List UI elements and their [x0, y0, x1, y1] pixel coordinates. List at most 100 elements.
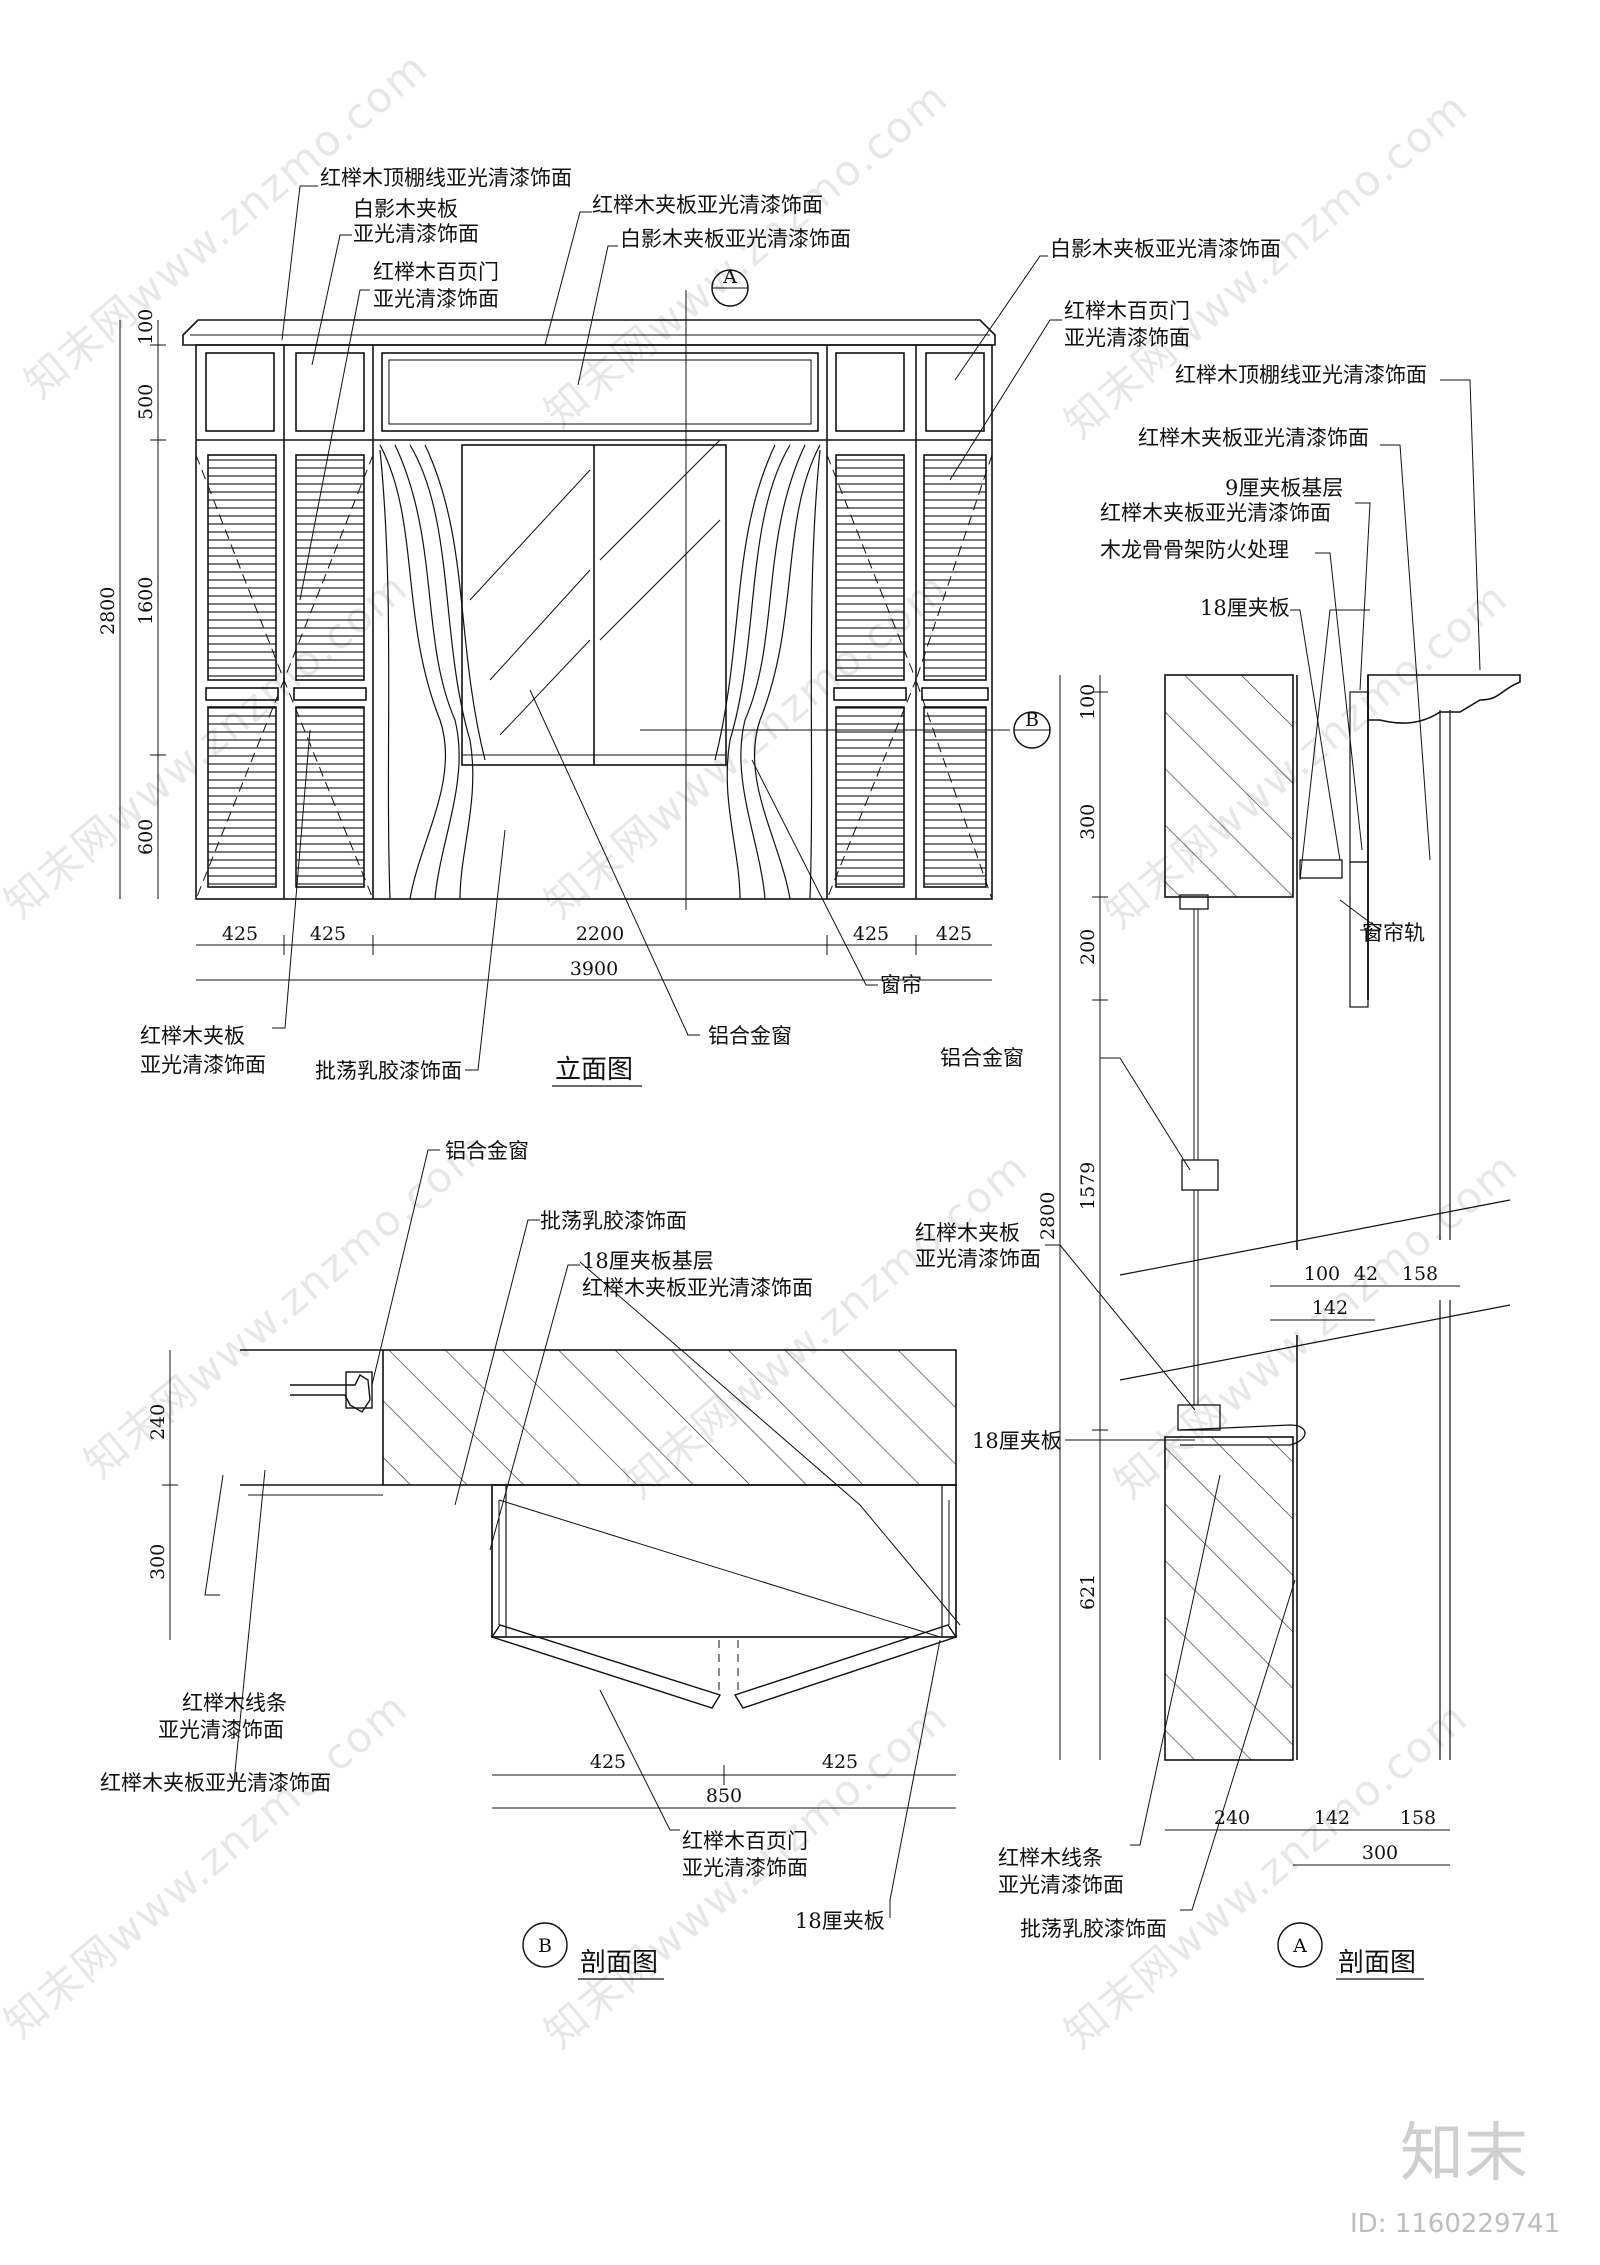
section-a-label-latex-paint: 批荡乳胶漆饰面	[1020, 1917, 1167, 1941]
section-a-label-cornice: 红榉木顶棚线亚光清漆饰面	[1175, 363, 1427, 387]
section-a-label-beech-panel: 红榉木夹板亚光清漆饰面	[1138, 426, 1369, 450]
section-a-view	[1119, 674, 1521, 1761]
label-beech-left-2: 亚光清漆饰面	[140, 1053, 266, 1077]
watermark-text-6: 知末网www.znzmo.com	[1095, 572, 1517, 937]
dim-h-425-1: 425	[222, 923, 258, 945]
louver-door-5a	[923, 454, 987, 681]
louver-door-5b	[923, 706, 987, 888]
section-b-label-base-1: 18厘夹板基层	[582, 1249, 714, 1273]
section-a-dim-bottom-300: 300	[1362, 1842, 1398, 1864]
section-b-dim-300: 300	[147, 1544, 169, 1580]
louver-door-4a	[835, 454, 905, 681]
label-louver-door-1: 红榉木百页门	[373, 260, 499, 284]
section-a-dim-200: 200	[1077, 929, 1099, 965]
dim-v-1600: 1600	[135, 577, 157, 625]
louver-door-2a	[295, 454, 365, 681]
section-b-title: 剖面图	[580, 1948, 658, 1978]
section-b-label-louver-2: 亚光清漆饰面	[682, 1856, 808, 1880]
watermark-text-9: 知末网www.znzmo.com	[1105, 1142, 1527, 1507]
section-a-callout-label: A	[1292, 1935, 1307, 1957]
top-panel-5	[925, 352, 985, 432]
cornice-outline	[182, 319, 996, 346]
wall-frame	[195, 344, 993, 900]
section-a-title: 剖面图	[1338, 1948, 1416, 1978]
top-panel-2	[295, 352, 365, 432]
dim-h-3900: 3900	[570, 958, 618, 980]
section-a-dimensions	[1059, 675, 1460, 1866]
label-maple-panel-1: 白影木夹板	[353, 197, 458, 221]
label-louver-right-2: 亚光清漆饰面	[1064, 326, 1190, 350]
dim-v-2800: 2800	[97, 587, 119, 635]
section-a-dim-top-100: 100	[1304, 1263, 1340, 1285]
label-cornice: 红榉木顶棚线亚光清漆饰面	[320, 166, 572, 190]
label-louver-right-1: 红榉木百页门	[1064, 299, 1190, 323]
label-maple-panel-top: 白影木夹板亚光清漆饰面	[620, 227, 851, 251]
label-beech-left-1: 红榉木夹板	[140, 1024, 245, 1048]
section-b-door-right	[733, 1624, 958, 1709]
section-b-view	[240, 1349, 958, 1709]
section-a-dim-top-42: 42	[1354, 1263, 1378, 1285]
section-b-leaders	[204, 1149, 961, 1918]
section-b-cabinet	[491, 1484, 957, 1638]
section-b-label-latex-paint: 批荡乳胶漆饰面	[540, 1209, 687, 1233]
section-a-dim-top-158: 158	[1402, 1263, 1438, 1285]
section-a-label-base-1: 9厘夹板基层	[1225, 476, 1343, 500]
section-a-dim-300: 300	[1077, 804, 1099, 840]
section-a-dim-top-142: 142	[1312, 1297, 1348, 1319]
section-b-dim-425-1: 425	[590, 1751, 626, 1773]
section-a-top-wall	[1164, 674, 1294, 898]
section-a-label-beech-1: 红榉木夹板	[915, 1221, 1020, 1245]
section-b-dim-850-total: 850	[706, 1785, 742, 1807]
dim-h-425-3: 425	[853, 923, 889, 945]
section-a-label-keel: 木龙骨骨架防火处理	[1100, 538, 1289, 562]
section-b-label-aluminum-window: 铝合金窗	[445, 1139, 529, 1163]
section-b-label-beech-panel: 红榉木夹板亚光清漆饰面	[100, 1771, 331, 1795]
section-a-curtain-rail	[1299, 859, 1343, 879]
elevation-view	[182, 290, 1010, 910]
section-b-wall	[382, 1349, 957, 1486]
section-a-label-base-2: 红榉木夹板亚光清漆饰面	[1100, 501, 1331, 525]
section-a-cornice	[1367, 674, 1521, 724]
watermark-brand: 知末	[1400, 2117, 1528, 2191]
dim-v-600: 600	[135, 819, 157, 855]
section-b-label-strip-2: 亚光清漆饰面	[158, 1718, 284, 1742]
louver-door-1b	[207, 706, 277, 888]
dim-h-425-2: 425	[310, 923, 346, 945]
callout-b-label: B	[1025, 709, 1039, 731]
dim-v-500: 500	[135, 384, 157, 420]
section-a-label-beech-2: 亚光清漆饰面	[915, 1247, 1041, 1271]
section-a-dim-2800: 2800	[1037, 1192, 1059, 1240]
curtain-left	[379, 444, 486, 900]
watermark-text-3: 知末网www.znzmo.com	[1055, 82, 1477, 447]
section-b-label-louver-1: 红榉木百页门	[682, 1829, 808, 1853]
top-panel-1	[205, 352, 275, 432]
section-b-callout-label: B	[538, 1935, 552, 1957]
label-aluminum-window: 铝合金窗	[708, 1024, 792, 1048]
section-b-dim-425-2: 425	[822, 1751, 858, 1773]
label-maple-panel-2: 亚光清漆饰面	[353, 222, 479, 246]
section-a-dim-bottom-142: 142	[1314, 1807, 1350, 1829]
section-a-label-ply18-mid: 18厘夹板	[972, 1429, 1062, 1453]
louver-door-4b	[835, 706, 905, 888]
section-b-dim-240: 240	[147, 1404, 169, 1440]
watermark-text-2: 知末网www.znzmo.com	[535, 72, 957, 437]
watermark-id: ID: 1160229741	[1350, 2209, 1560, 2239]
section-a-label-curtain-rail: 窗帘轨	[1362, 921, 1425, 945]
section-b-label-strip-1: 红榉木线条	[182, 1691, 287, 1715]
watermark-text-11: 知末网www.znzmo.com	[535, 1692, 957, 2057]
section-b-label-ply18: 18厘夹板	[795, 1909, 885, 1933]
label-latex-paint: 批荡乳胶漆饰面	[315, 1059, 462, 1083]
section-a-label-strip-1: 红榉木线条	[998, 1846, 1103, 1870]
section-a-label-strip-2: 亚光清漆饰面	[998, 1873, 1124, 1897]
section-a-dim-1579: 1579	[1077, 1162, 1099, 1210]
section-a-dim-621: 621	[1077, 1574, 1099, 1610]
elevation-leaders	[272, 185, 1062, 1071]
label-maple-panel-right: 白影木夹板亚光清漆饰面	[1050, 237, 1281, 261]
section-a-leaders	[1045, 379, 1481, 1911]
section-a-label-aluminum-window: 铝合金窗	[940, 1046, 1024, 1070]
section-b-callout: B	[522, 1922, 568, 1968]
louver-door-2b	[295, 706, 365, 888]
section-a-label-ply18-top: 18厘夹板	[1200, 596, 1290, 620]
top-panel-center	[381, 352, 819, 432]
